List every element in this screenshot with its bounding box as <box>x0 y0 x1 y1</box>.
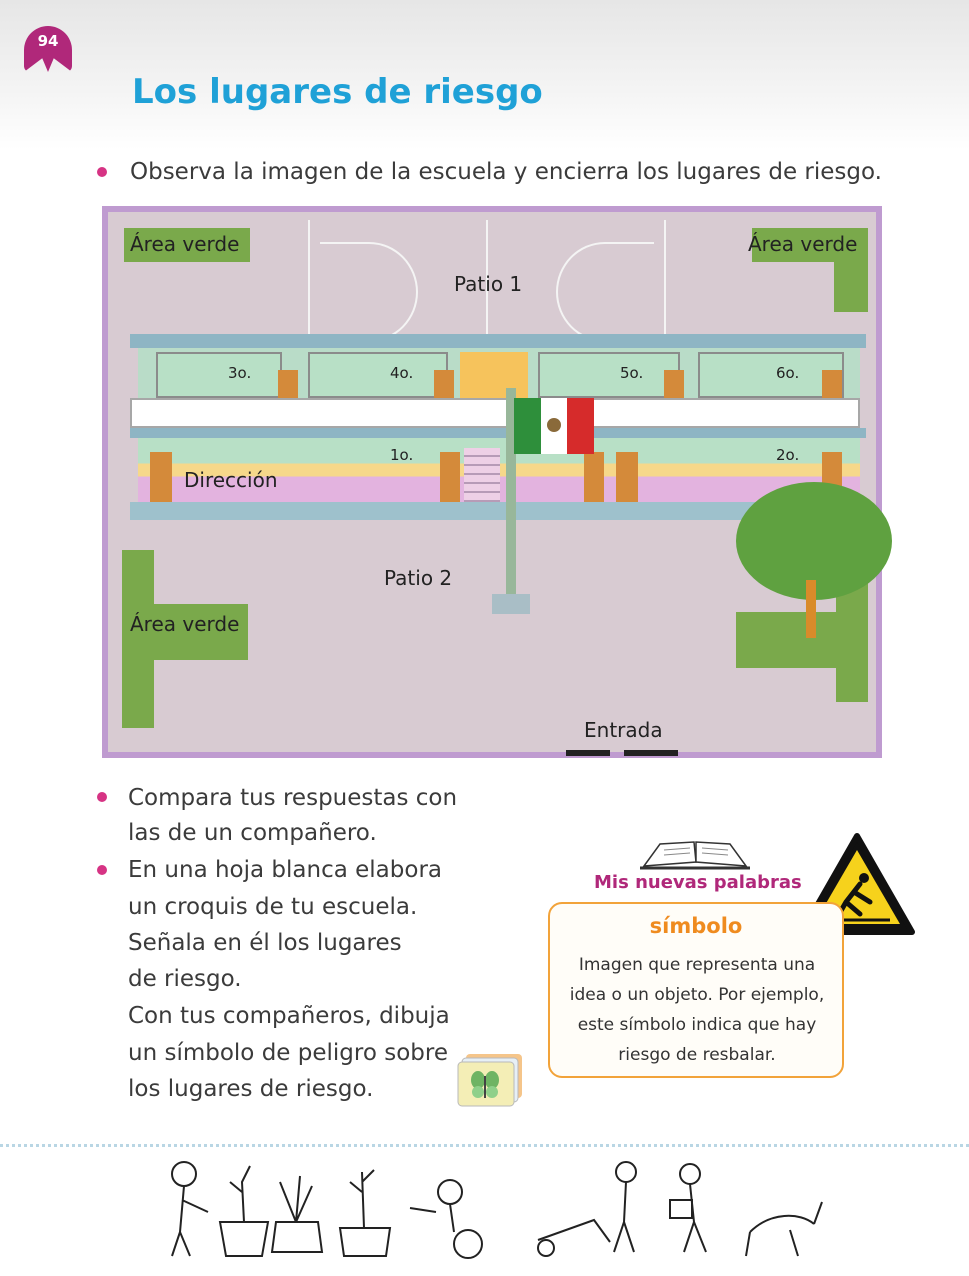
upper-floor-slab <box>130 428 866 438</box>
glossary-box: símbolo Imagen que representa una idea o… <box>548 902 844 1078</box>
label-room-4: 4o. <box>390 364 414 382</box>
instruction-sketch-line-4: de riesgo. <box>128 966 242 992</box>
open-book-icon <box>640 841 750 870</box>
instruction-sketch-line-1: En una hoja blanca elabora <box>128 857 442 883</box>
page-title: Los lugares de riesgo <box>132 72 543 112</box>
court-key-right <box>556 242 654 342</box>
green-area-top-left <box>124 228 250 262</box>
instruction-sketch-line-6: un símbolo de peligro sobre <box>128 1040 448 1066</box>
folder-icon <box>457 1054 522 1107</box>
bullet-dot <box>97 865 107 875</box>
room-4 <box>308 352 448 398</box>
balcony-railing <box>130 398 860 428</box>
label-area-verde-tr: Área verde <box>748 232 858 256</box>
door <box>440 452 460 502</box>
entrance-gate-left <box>566 750 610 756</box>
bullet-dot <box>97 792 107 802</box>
door <box>664 370 684 400</box>
label-area-verde-bl: Área verde <box>130 612 240 636</box>
entrance-gate-right <box>624 750 678 756</box>
label-room-3: 3o. <box>228 364 252 382</box>
label-room-2: 2o. <box>776 446 800 464</box>
green-area-bottom-right-h <box>736 612 840 668</box>
court-center-line <box>486 220 488 338</box>
butterfly-icon <box>471 1071 499 1098</box>
dotted-divider <box>0 1144 969 1147</box>
room-3 <box>156 352 282 398</box>
door <box>584 452 604 502</box>
glossary-word: símbolo <box>649 914 743 938</box>
label-room-5: 5o. <box>620 364 644 382</box>
instruction-sketch-line-3: Señala en él los lugares <box>128 930 402 956</box>
building-roof <box>130 334 866 348</box>
label-patio-2: Patio 2 <box>384 566 453 590</box>
label-area-verde-tl: Área verde <box>130 232 240 256</box>
flag-pole-base <box>492 594 530 614</box>
instruction-sketch-line-5: Con tus compañeros, dibuja <box>128 1003 450 1029</box>
building-base <box>130 502 866 520</box>
label-patio-1: Patio 1 <box>454 272 523 296</box>
glossary-definition: Imagen que representa una idea o un obje… <box>569 955 825 1065</box>
school-map[interactable]: Área verde Área verde Área verde Patio 1… <box>102 206 892 758</box>
stair-area-upper <box>460 352 528 398</box>
green-area-top-right-v <box>834 228 868 312</box>
instruction-compare-line-1: Compara tus respuestas con <box>128 785 458 811</box>
green-area-bottom-left-h <box>122 604 248 660</box>
bullet-dot <box>97 167 107 177</box>
instruction-sketch-line-7: los lugares de riesgo. <box>128 1076 374 1102</box>
label-direccion: Dirección <box>184 468 278 492</box>
room-5 <box>538 352 680 398</box>
instruction-observe: Observa la imagen de la escuela y encier… <box>130 159 882 185</box>
mexico-flag <box>514 398 595 454</box>
glossary-heading: Mis nuevas palabras <box>594 872 802 893</box>
instruction-compare-line-2: las de un compañero. <box>128 820 377 846</box>
room-6 <box>698 352 844 398</box>
label-room-6: 6o. <box>776 364 800 382</box>
children-gardening-illustration <box>171 1161 823 1259</box>
page-number-badge: 94 <box>24 26 72 72</box>
court-key-left <box>320 242 418 342</box>
header-band <box>0 0 969 150</box>
door <box>434 370 454 400</box>
stairs <box>464 448 500 502</box>
tree-trunk <box>806 580 816 638</box>
door <box>150 452 172 502</box>
door <box>616 452 638 502</box>
basketball-court <box>308 220 666 338</box>
label-entrada: Entrada <box>584 718 663 742</box>
flag-pole <box>506 388 516 606</box>
door <box>822 370 842 400</box>
door <box>278 370 298 400</box>
label-room-1: 1o. <box>390 446 414 464</box>
instruction-sketch-line-2: un croquis de tu escuela. <box>128 894 418 920</box>
